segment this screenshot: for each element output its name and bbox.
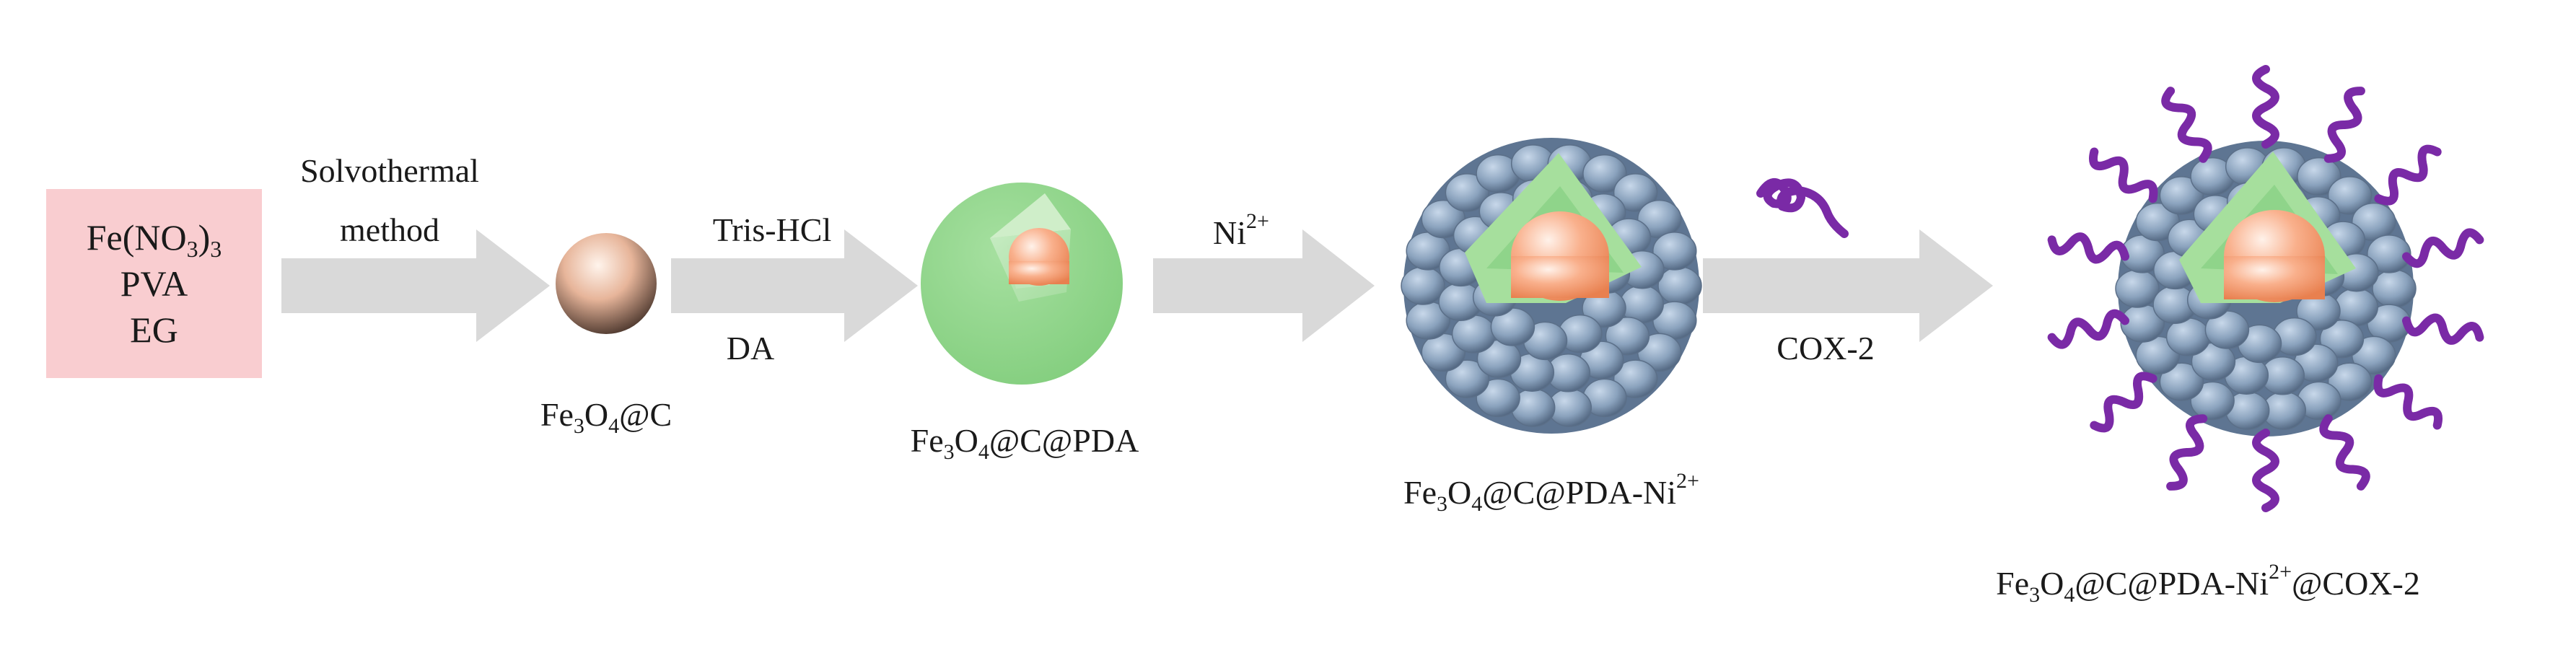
reagent-eg: EG	[130, 310, 178, 350]
p4-sub3: 3	[2029, 583, 2041, 607]
fe3o4-c-particle	[556, 233, 657, 334]
fe3o4-c-pda-particle	[921, 183, 1123, 385]
reagent-iron-nitrate-sub1: 3	[186, 236, 198, 262]
cox2-enzyme-chain	[2090, 372, 2157, 433]
cox2-enzyme-chain	[2161, 87, 2212, 163]
arrow-3	[1153, 229, 1375, 342]
reagent-iron-nitrate-prefix: Fe(NO	[86, 217, 187, 258]
ni-bead	[2372, 269, 2417, 308]
reagent-iron-nitrate-sub2: 3	[210, 236, 222, 262]
cox2-enzyme-chain	[2252, 429, 2279, 512]
reagent-iron-nitrate: Fe(NO3)3	[87, 214, 222, 260]
p2-fe: Fe	[910, 422, 944, 459]
arrow-4	[1703, 229, 1993, 342]
ni-bead	[2115, 269, 2160, 308]
arrow-2	[671, 229, 918, 342]
p3-o: O	[1447, 474, 1472, 511]
step4-label: COX-2	[1777, 330, 1875, 367]
p4-fe: Fe	[1996, 565, 2030, 602]
step1-label-line2: method	[340, 211, 439, 248]
p4-o: O	[2040, 565, 2064, 602]
step2-label-top: Tris-HCl	[712, 211, 832, 248]
ni-bead	[1401, 266, 1445, 305]
cox2-enzyme-chain	[2402, 313, 2484, 345]
arrow-1	[281, 229, 550, 342]
p2-rest: @C@PDA	[989, 422, 1139, 459]
p3-sub3: 3	[1437, 492, 1448, 516]
reagent-iron-nitrate-paren: )	[198, 217, 211, 258]
cox2-enzyme-chain	[2373, 374, 2443, 430]
free-cox2-enzyme	[1756, 178, 1849, 238]
cox2-enzyme-chain	[2047, 309, 2129, 349]
p1-sub4: 4	[608, 414, 620, 438]
p3-charge: 2+	[1676, 469, 1699, 493]
reagents-box: Fe(NO3)3 PVA EG	[46, 189, 262, 378]
product2-label: Fe3O4@C@PDA	[851, 422, 1198, 463]
p1-sub3: 3	[573, 414, 584, 438]
cox2-enzyme-chain	[2319, 414, 2370, 491]
step1-label-line1: Solvothermal	[300, 152, 479, 189]
p1-o: O	[584, 396, 609, 433]
fe3o4-c-pda-ni-particle	[1401, 138, 1702, 434]
p4-sub4: 4	[2064, 583, 2075, 607]
p4-charge: 2+	[2269, 560, 2292, 584]
cox2-enzyme-chain	[2047, 232, 2129, 264]
product1-label: Fe3O4@C	[462, 396, 750, 437]
cox2-enzyme-chain	[2374, 144, 2442, 206]
p4-rest: @C@PDA-Ni	[2075, 565, 2269, 602]
p1-fe: Fe	[540, 396, 574, 433]
cox2-enzyme-chain	[2089, 147, 2158, 203]
p2-sub3: 3	[943, 440, 955, 464]
ni-bead	[1657, 266, 1702, 305]
cox2-enzyme-chain	[2252, 65, 2279, 149]
p3-sub4: 4	[1471, 492, 1483, 516]
cox2-enzyme-chains	[2047, 65, 2484, 512]
cox2-enzyme-chain	[2402, 228, 2484, 268]
reagent-pva: PVA	[120, 263, 188, 304]
cox2-enzyme-chain	[2323, 87, 2365, 163]
p1-rest: @C	[619, 396, 673, 433]
p3-rest: @C@PDA-Ni	[1482, 474, 1677, 511]
product4-label: Fe3O4@C@PDA-Ni2+@COX-2	[1891, 561, 2525, 606]
step2-label-bottom: DA	[726, 330, 775, 367]
fe3o4-c-pda-ni-cox2-particle	[2115, 141, 2417, 436]
product3-label: Fe3O4@C@PDA-Ni2+	[1328, 470, 1775, 515]
step3-label-charge: 2+	[1246, 209, 1269, 233]
p2-sub4: 4	[978, 440, 989, 464]
cox2-enzyme-chain	[2166, 414, 2208, 491]
p3-fe: Fe	[1403, 474, 1437, 511]
p2-o: O	[954, 422, 978, 459]
p4-tail: @COX-2	[2292, 565, 2420, 602]
step3-label-ion: Ni	[1213, 214, 1247, 251]
step3-label: Ni2+	[1169, 211, 1313, 251]
